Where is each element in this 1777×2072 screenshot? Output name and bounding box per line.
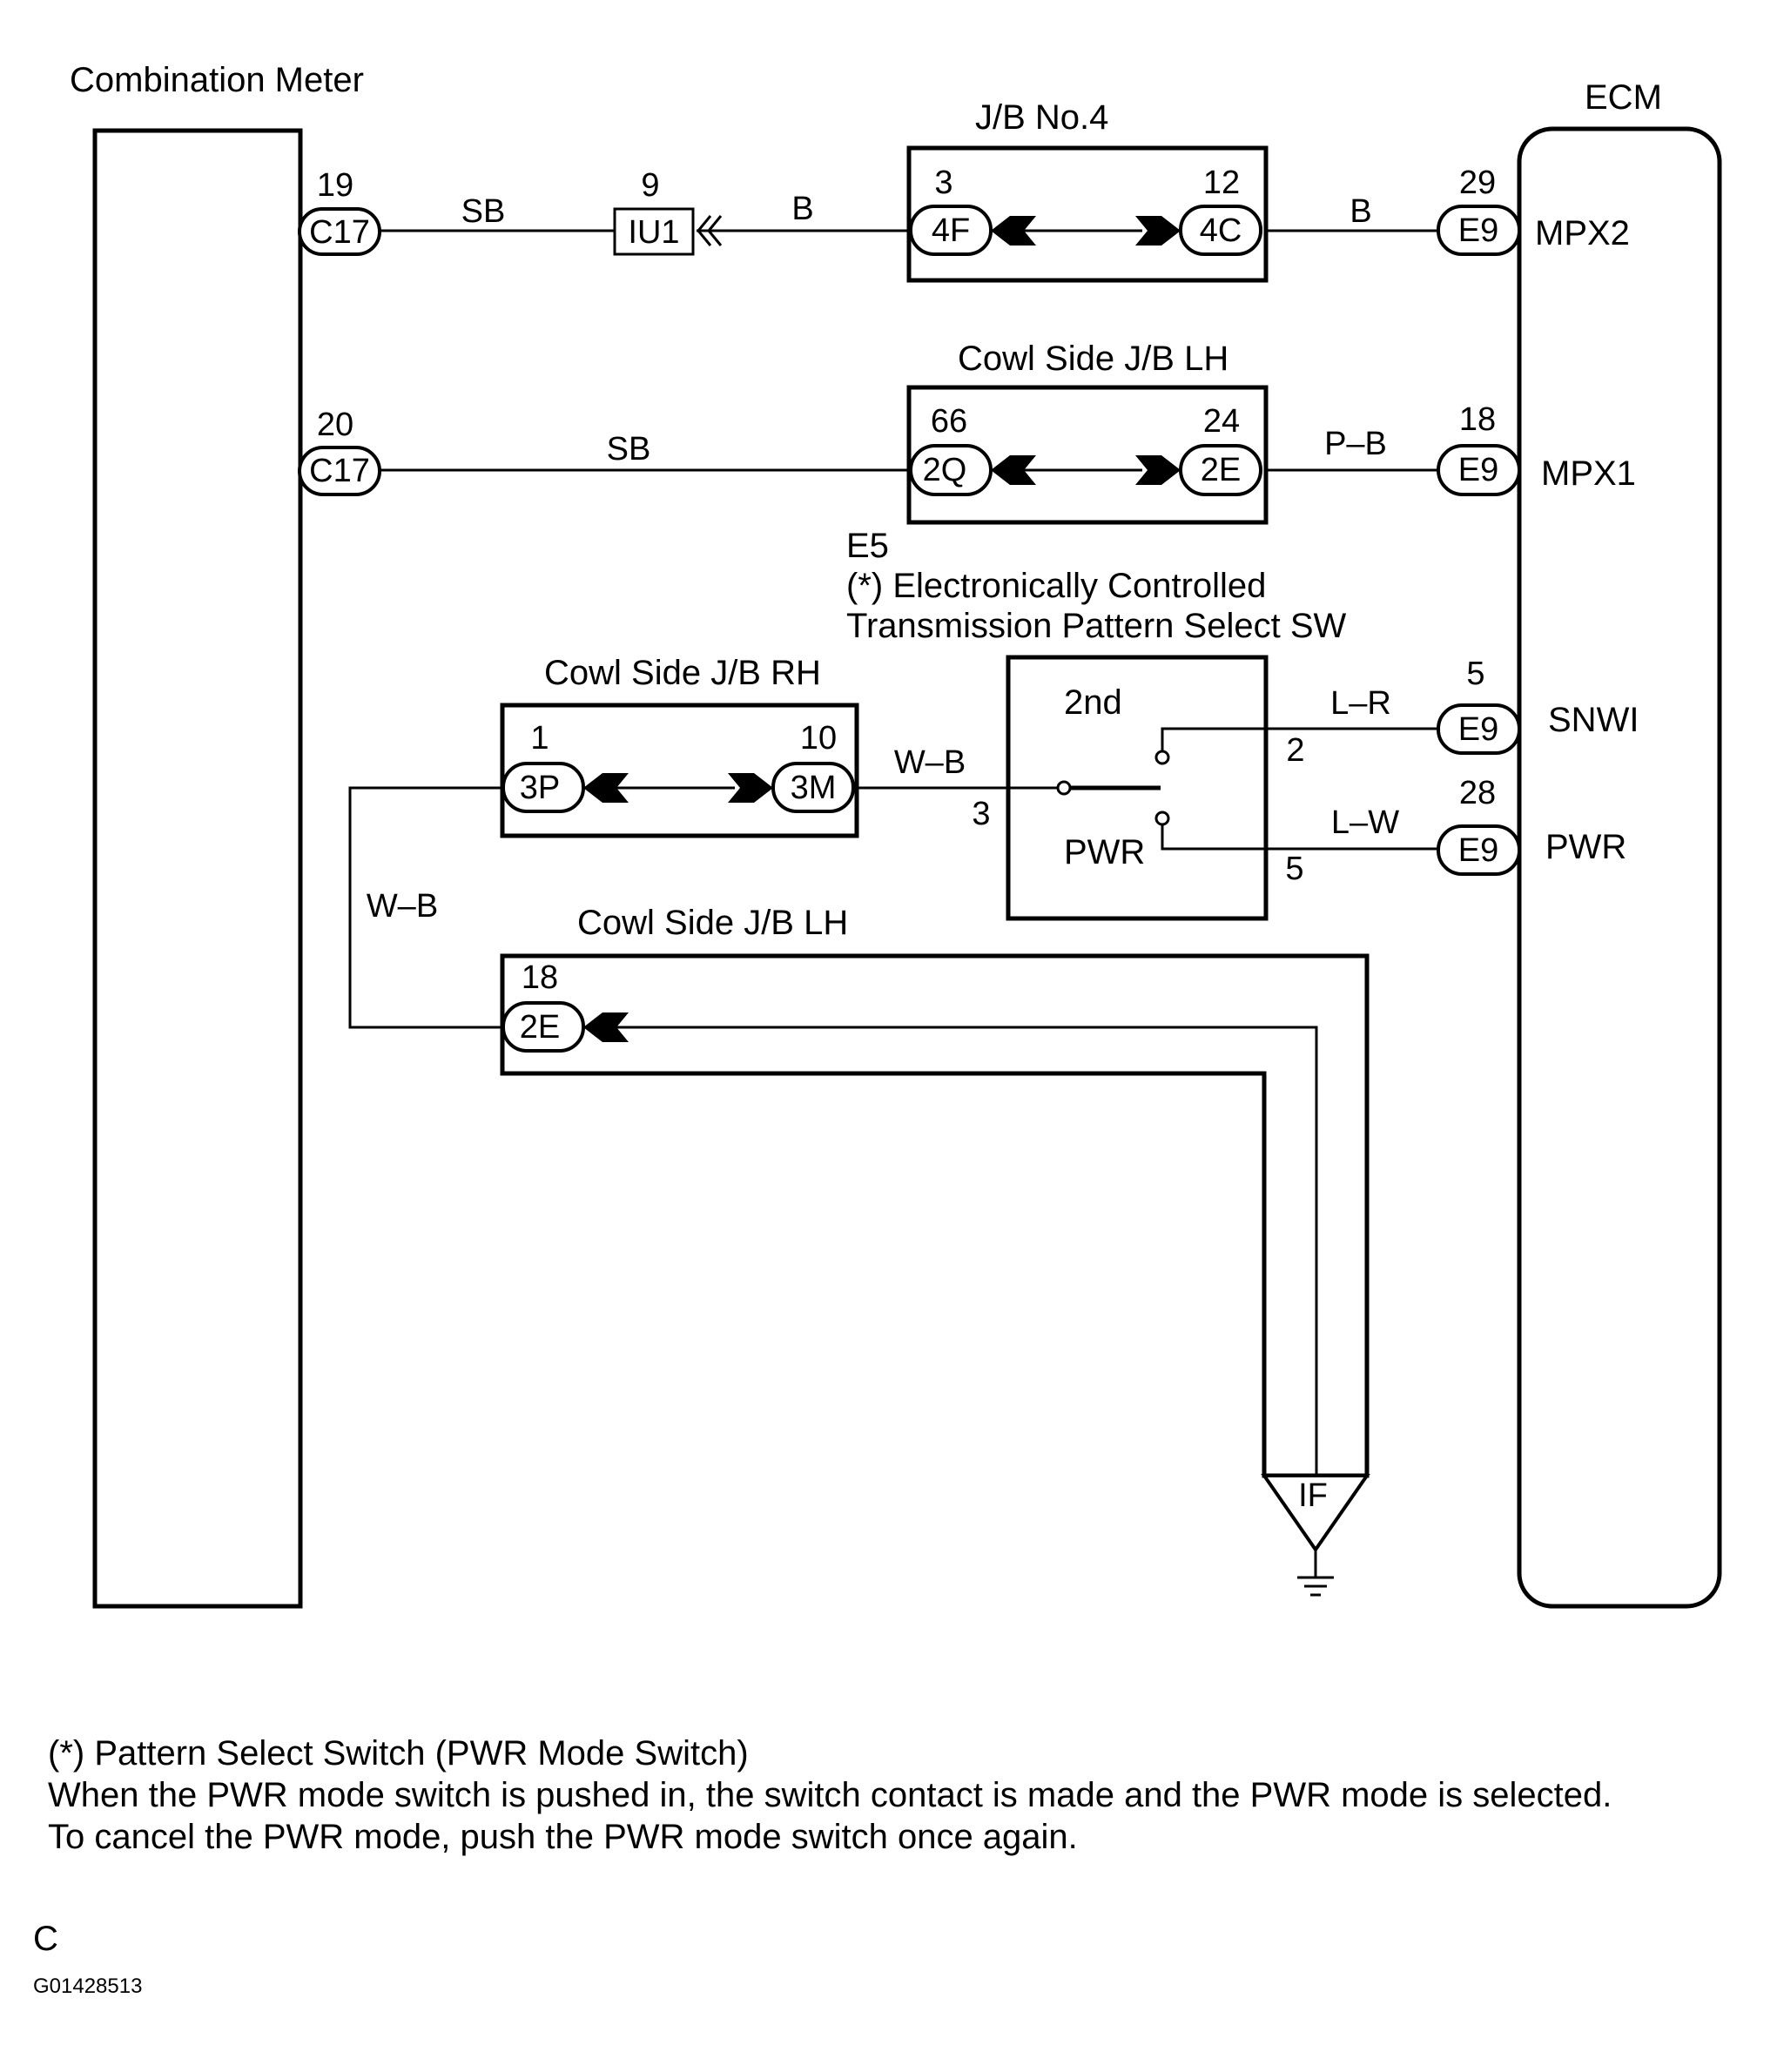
- connector-2e-b-label: 2E: [520, 1009, 560, 1046]
- wire-code-lr: L–R: [1330, 685, 1391, 722]
- pin-18-jb: 18: [522, 959, 558, 996]
- connector-c17-a-label: C17: [309, 214, 370, 251]
- connector-2e-a: [1179, 444, 1262, 496]
- connector-3p-label: 3P: [520, 770, 560, 806]
- wire-snwi: [1161, 727, 1441, 751]
- cowl-lh-2-box: [500, 953, 1370, 1478]
- pin-9: 9: [641, 167, 659, 204]
- pin-18-ecm: 18: [1459, 401, 1496, 438]
- wire-code-b-1: B: [791, 191, 813, 227]
- ecm-terminal-mpx1: MPX1: [1541, 454, 1636, 493]
- connector-c17-a: [298, 207, 381, 256]
- wire-code-lw: L–W: [1331, 804, 1399, 841]
- wire-code-sb-2: SB: [607, 431, 651, 468]
- cowl-lh-1-box: [906, 385, 1269, 525]
- pin-12: 12: [1203, 165, 1240, 201]
- connector-2e-a-label: 2E: [1201, 452, 1241, 488]
- wire-code-wb-1: W–B: [894, 744, 966, 781]
- switch-common-contact: [1056, 780, 1072, 796]
- ecm-terminal-mpx2: MPX2: [1535, 214, 1630, 252]
- footnote-line-3: To cancel the PWR mode, push the PWR mod…: [48, 1818, 1078, 1856]
- connector-iu1-label: IU1: [628, 214, 679, 251]
- connector-e9-c: [1437, 703, 1521, 755]
- pin-19: 19: [317, 167, 353, 204]
- cowl-lh-1-label: Cowl Side J/B LH: [958, 340, 1228, 378]
- pin-24: 24: [1203, 403, 1240, 440]
- connector-4f-label: 4F: [932, 212, 970, 249]
- connector-4f: [909, 205, 993, 256]
- switch-code: E5: [846, 527, 889, 565]
- connector-3m-label: 3M: [791, 770, 837, 806]
- pin-66: 66: [931, 403, 967, 440]
- male-terminal-mark-a: [697, 215, 712, 246]
- pin-28: 28: [1459, 775, 1496, 811]
- pin-29: 29: [1459, 165, 1496, 201]
- pin-3-jb4: 3: [934, 165, 952, 201]
- figure-id: G01428513: [33, 1974, 143, 1998]
- connector-2e-b: [501, 1001, 585, 1053]
- female-terminal-mark-3m: [728, 773, 773, 803]
- cowl-rh-label: Cowl Side J/B RH: [544, 654, 821, 692]
- pin-10: 10: [800, 720, 837, 757]
- ecm-label: ECM: [1585, 78, 1662, 117]
- footnote-line-1: (*) Pattern Select Switch (PWR Mode Swit…: [48, 1734, 749, 1773]
- wire-wb-loop: [348, 786, 503, 1029]
- female-terminal-mark-2e-b: [583, 1012, 629, 1042]
- connector-e9-d: [1437, 824, 1521, 876]
- wire-code-b-2: B: [1350, 193, 1371, 230]
- cowl-lh-2-label: Cowl Side J/B LH: [577, 904, 848, 942]
- female-terminal-mark-4f: [991, 216, 1036, 246]
- connector-c17-b-label: C17: [309, 453, 370, 489]
- wire-code-pb: P–B: [1324, 426, 1387, 462]
- combination-meter-label: Combination Meter: [70, 61, 364, 99]
- connector-e9-c-label: E9: [1458, 711, 1498, 748]
- switch-pos-2nd: 2nd: [1064, 683, 1122, 722]
- switch-contact-2nd: [1154, 750, 1170, 765]
- female-terminal-mark-2e-a: [1135, 455, 1181, 485]
- switch-pin-3: 3: [972, 796, 990, 832]
- connector-e9-a: [1437, 205, 1521, 256]
- switch-name-line2: Transmission Pattern Select SW: [846, 607, 1347, 645]
- connector-2q-label: 2Q: [923, 452, 967, 488]
- pin-20: 20: [317, 407, 353, 443]
- connector-4c: [1179, 205, 1262, 256]
- switch-pos-pwr: PWR: [1064, 833, 1145, 871]
- male-terminal-mark-b: [707, 215, 723, 246]
- page-letter: C: [33, 1920, 58, 1958]
- connector-4c-label: 4C: [1200, 212, 1242, 249]
- connector-e9-b-label: E9: [1458, 452, 1498, 488]
- jb-no4-label: J/B No.4: [975, 98, 1108, 137]
- switch-pin-5: 5: [1285, 851, 1303, 887]
- ecm-terminal-pwr: PWR: [1545, 828, 1626, 866]
- connector-e9-d-label: E9: [1458, 832, 1498, 869]
- ground-point-if-label: IF: [1298, 1477, 1328, 1514]
- wire-pwr: [1161, 824, 1441, 851]
- jb-no4-box: [906, 145, 1269, 283]
- pin-1: 1: [530, 720, 549, 757]
- female-terminal-mark-2q: [991, 455, 1036, 485]
- footnote-line-2: When the PWR mode switch is pushed in, t…: [48, 1776, 1612, 1814]
- switch-name-line1: (*) Electronically Controlled: [846, 567, 1266, 605]
- female-terminal-mark-4c: [1135, 216, 1181, 246]
- wire-ground-run: [616, 1026, 1318, 1476]
- wire-code-wb-2: W–B: [367, 888, 438, 925]
- combination-meter-box: [92, 128, 303, 1609]
- connector-iu1: [613, 207, 695, 256]
- footnotes: (*) Pattern Select Switch (PWR Mode Swit…: [48, 1732, 1612, 1858]
- pin-5-ecm: 5: [1466, 656, 1484, 692]
- switch-contact-pwr: [1154, 811, 1170, 826]
- ecm-box: [1517, 126, 1722, 1609]
- wire-code-sb-1: SB: [461, 193, 506, 230]
- ecm-terminal-snwi: SNWI: [1548, 701, 1639, 739]
- female-terminal-mark-3p: [583, 773, 629, 803]
- cowl-rh-box: [500, 703, 859, 838]
- connector-e9-b: [1437, 444, 1521, 496]
- ground-point-if: [1261, 1474, 1370, 1553]
- switch-pin-2: 2: [1286, 732, 1304, 769]
- connector-c17-b: [298, 446, 381, 496]
- connector-e9-a-label: E9: [1458, 212, 1498, 249]
